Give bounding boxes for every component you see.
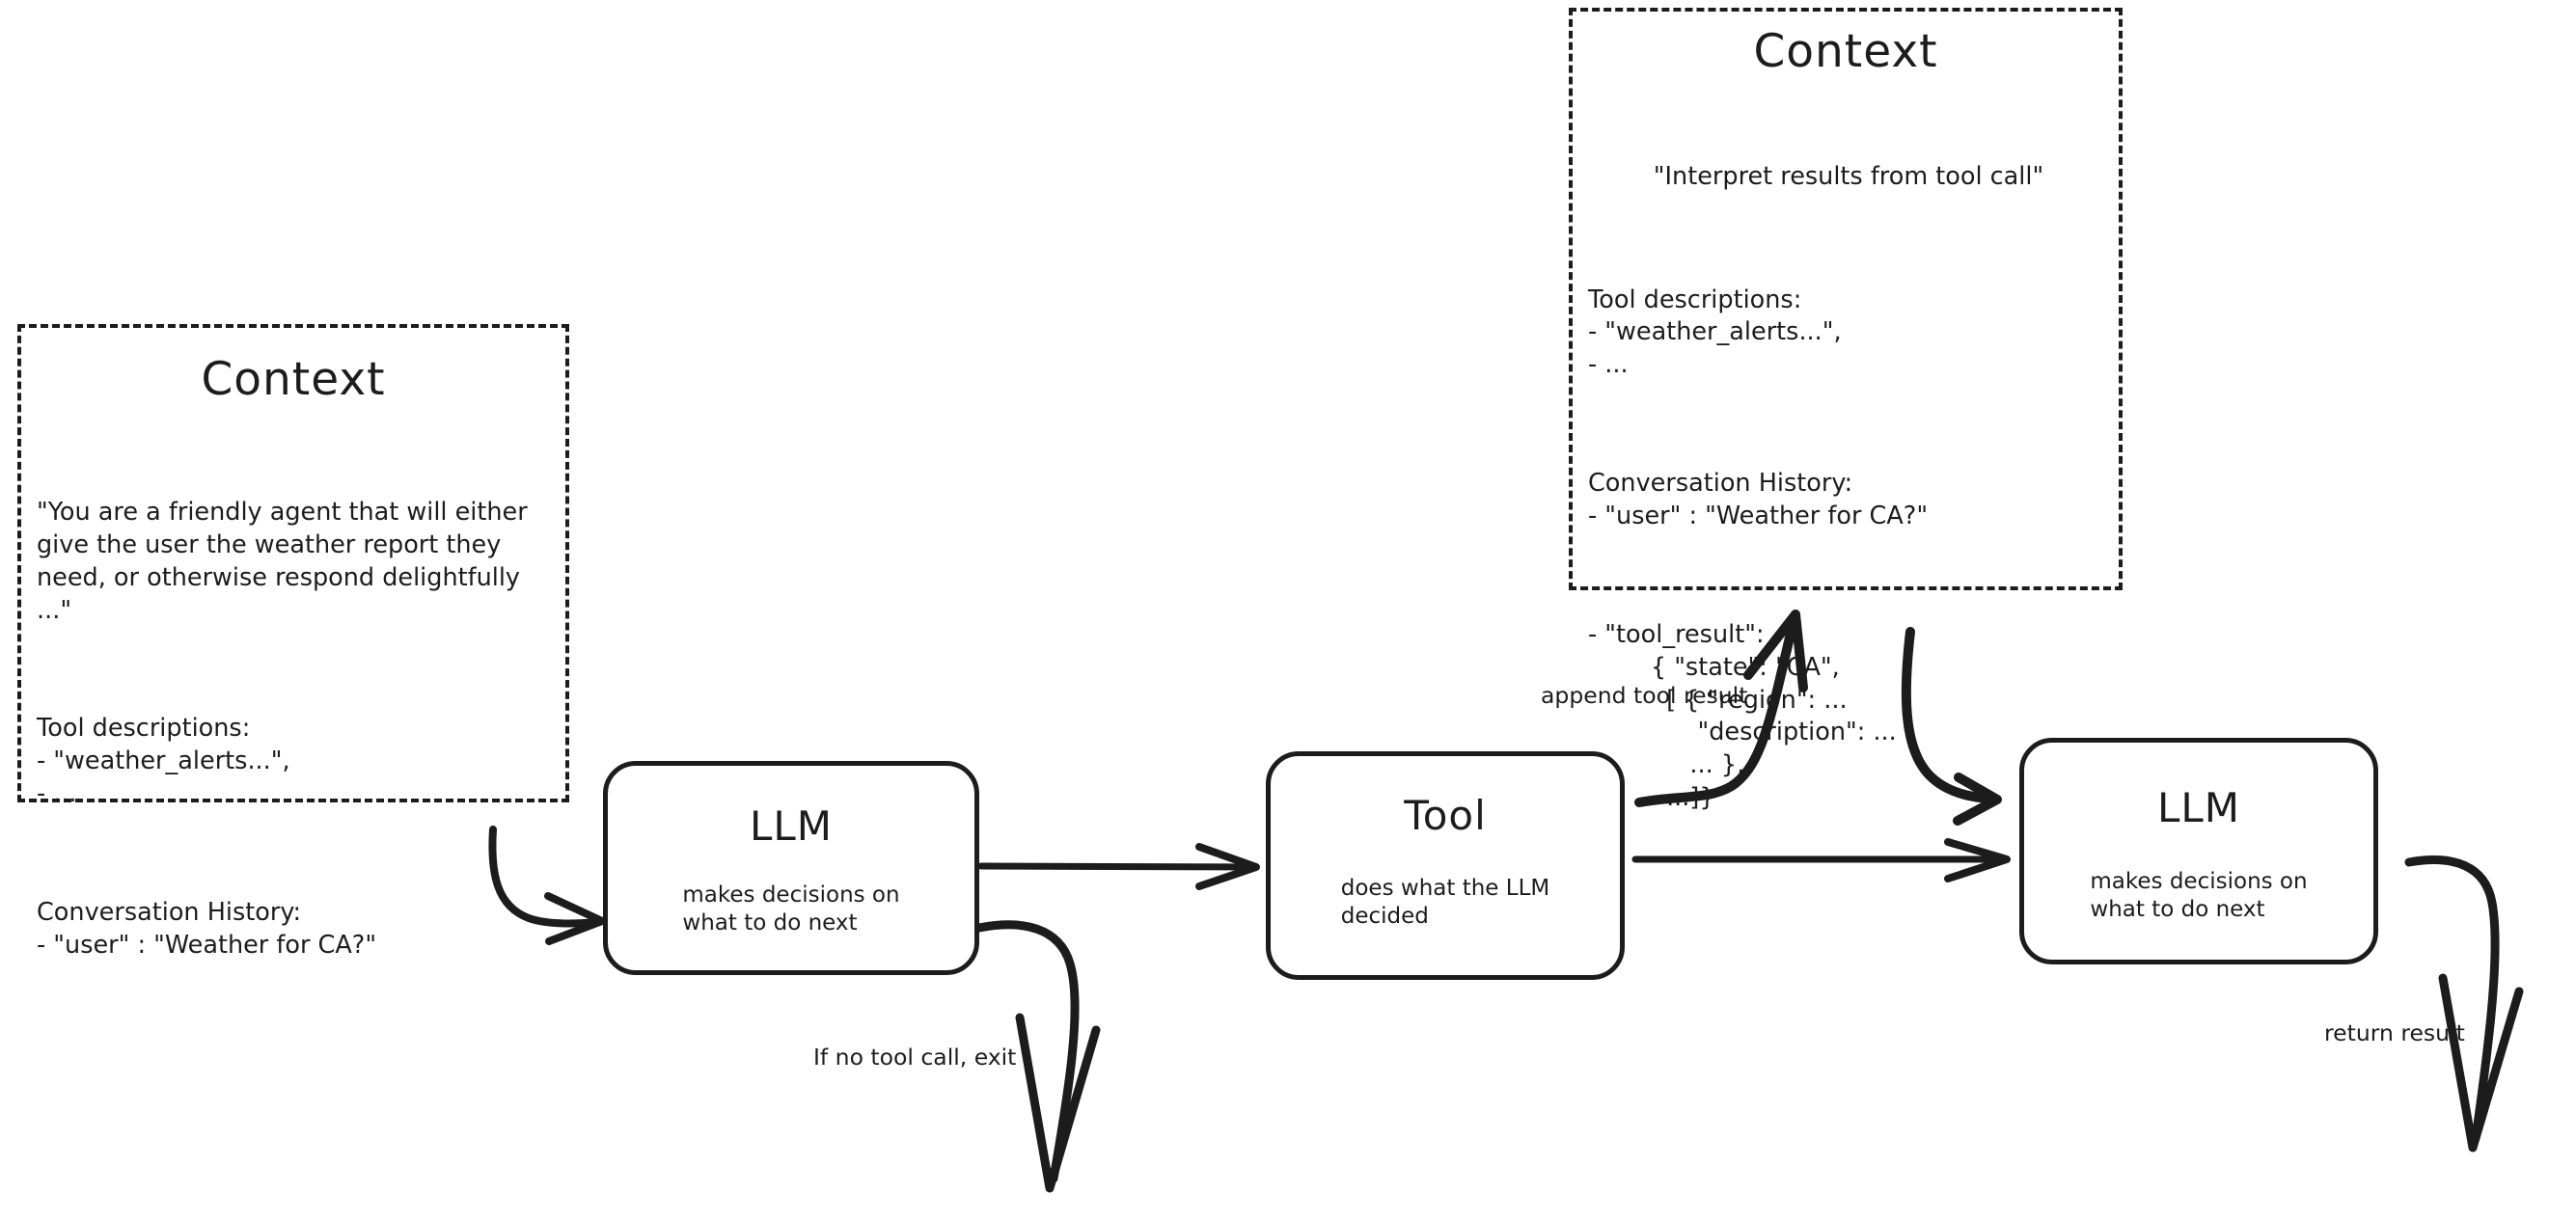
edge-label-append-tool-result: append tool result [1541, 682, 1748, 709]
context-right-tool-result: - "tool_result": { "state": "CA", [ { "r… [1588, 619, 1897, 813]
context-left-conversation-history: Conversation History: - "user" : "Weathe… [37, 897, 377, 960]
context-right-title: Context [1753, 25, 1938, 78]
context-right-tool-descriptions: Tool descriptions: - "weather_alerts..."… [1588, 285, 1842, 380]
node-llm-second[interactable]: LLM makes decisions on what to do next [2019, 738, 2378, 964]
node-tool-subtitle: does what the LLM decided [1340, 876, 1550, 930]
context-right-conversation-history: Conversation History: - "user" : "Weathe… [1588, 469, 1929, 530]
node-tool[interactable]: Tool does what the LLM decided [1266, 751, 1625, 980]
context-left-system-prompt: "You are a friendly agent that will eith… [37, 497, 535, 625]
context-box-right: Context "Interpret results from tool cal… [1569, 8, 2123, 812]
context-right-system-prompt: "Interpret results from tool call" [1653, 161, 2044, 191]
context-box-left: Context "You are a friendly agent that w… [17, 324, 569, 960]
edge-context-to-llm1 [488, 826, 606, 945]
context-left-title: Context [201, 353, 386, 406]
context-left-body: "You are a friendly agent that will eith… [21, 431, 565, 1027]
node-tool-title: Tool [1404, 792, 1487, 839]
edge-llm1-to-tool [977, 843, 1260, 890]
context-right-body: "Interpret results from tool call" Tool … [1573, 95, 2119, 881]
edge-label-return-result: return result [2324, 1019, 2465, 1046]
edge-llm2-return [2404, 855, 2524, 1153]
context-left-tool-descriptions: Tool descriptions: - "weather_alerts..."… [37, 714, 290, 809]
edge-tool-to-context [1634, 610, 1808, 807]
node-llm-second-subtitle: makes decisions on what to do next [2090, 869, 2308, 923]
edge-tool-to-llm2 [1631, 838, 2011, 882]
edge-context-to-llm2 [1901, 627, 2002, 826]
node-llm-first[interactable]: LLM makes decisions on what to do next [603, 761, 979, 975]
edge-llm1-exit [974, 920, 1101, 1193]
node-llm-first-subtitle: makes decisions on what to do next [682, 882, 900, 936]
node-llm-first-title: LLM [749, 802, 834, 850]
edge-label-if-no-tool-call-exit: If no tool call, exit [813, 1044, 1017, 1071]
node-llm-second-title: LLM [2156, 784, 2241, 831]
